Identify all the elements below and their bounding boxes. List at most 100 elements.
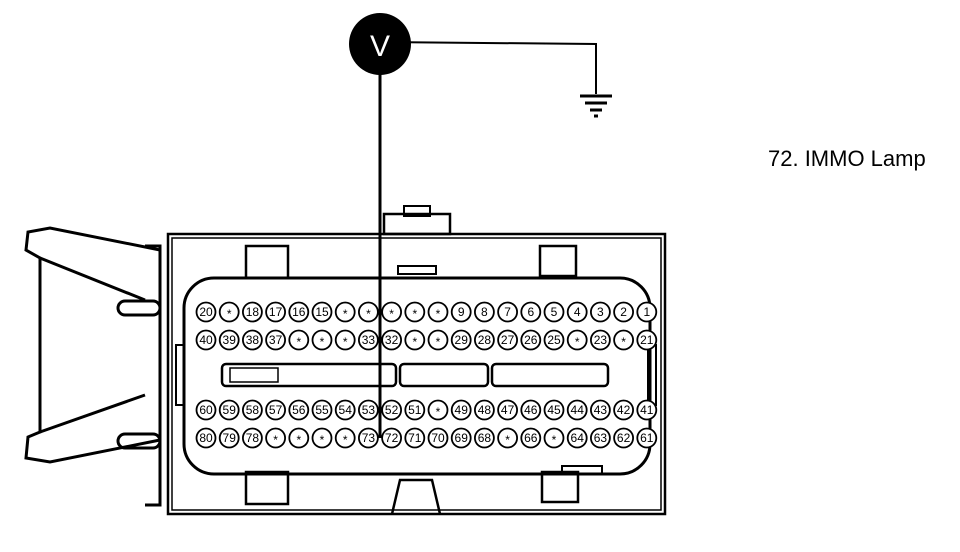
pin-label: 61: [640, 431, 654, 445]
pin: 53: [357, 399, 379, 421]
pin-circle: [241, 399, 263, 421]
pin: 40: [195, 329, 217, 351]
pin-label: 66: [524, 431, 538, 445]
pin: 46: [520, 399, 542, 421]
pin-circle: [218, 329, 240, 351]
pin-circle: [473, 301, 495, 323]
pin: 47: [497, 399, 519, 421]
pin-circle: [357, 399, 379, 421]
pin-circle: [265, 329, 287, 351]
pin-circle: [334, 427, 356, 449]
pin-unused: *: [265, 427, 287, 449]
pin: 71: [404, 427, 426, 449]
pin: 18: [241, 301, 263, 323]
pin-unused: *: [288, 329, 310, 351]
pin: 3: [590, 301, 611, 323]
pin-circle: [195, 301, 217, 323]
pin: 33: [357, 329, 379, 351]
pin: 43: [590, 399, 611, 421]
pin-circle: [450, 399, 472, 421]
pin-circle: [218, 427, 240, 449]
pin: 48: [473, 399, 495, 421]
pin: 15: [311, 301, 333, 323]
pin-unused: *: [497, 427, 519, 449]
pin: 54: [334, 399, 356, 421]
pin: 66: [520, 427, 542, 449]
pin-circle: [288, 427, 310, 449]
pin-label: 43: [594, 403, 608, 417]
pin: 68: [473, 427, 495, 449]
pin-label: 42: [617, 403, 631, 417]
pin-unused: *: [288, 427, 310, 449]
pin: 6: [520, 301, 542, 323]
pin-label: *: [343, 433, 348, 447]
pin-label: 1: [643, 305, 650, 319]
pin-label: 17: [269, 305, 283, 319]
pin-label: 7: [504, 305, 511, 319]
pin-circle: [590, 301, 611, 323]
pin-circle: [334, 399, 356, 421]
pin-label: 58: [246, 403, 260, 417]
pin-label: 56: [292, 403, 306, 417]
pin-label: 27: [501, 333, 515, 347]
pin-unused: *: [311, 329, 333, 351]
pin: 73: [357, 427, 379, 449]
pin-circle: [543, 427, 565, 449]
pin: 57: [265, 399, 287, 421]
pin: 7: [497, 301, 519, 323]
pin-label: 64: [571, 431, 585, 445]
pin-circle: [636, 427, 658, 449]
ground-wire: [379, 41, 597, 94]
pin-unused: *: [427, 329, 449, 351]
pin-circle: [381, 329, 403, 351]
pin: 17: [265, 301, 287, 323]
pin-circle: [265, 399, 287, 421]
pin-label: *: [343, 335, 348, 349]
pin-circle: [265, 301, 287, 323]
pin: 23: [590, 329, 611, 351]
pin-label: 70: [431, 431, 445, 445]
pin: 25: [543, 329, 565, 351]
pin: 37: [265, 329, 287, 351]
pin-circle: [613, 329, 634, 351]
pin: 28: [473, 329, 495, 351]
pin-circle: [497, 399, 519, 421]
pin-unused: *: [613, 329, 634, 351]
pin-label: 23: [594, 333, 608, 347]
pin-label: 26: [524, 333, 538, 347]
pin: 26: [520, 329, 542, 351]
pin-circle: [520, 301, 542, 323]
pin-label: 33: [362, 333, 376, 347]
pin-label: 46: [524, 403, 538, 417]
pin-label: 21: [640, 333, 654, 347]
pin-circle: [427, 427, 449, 449]
pin-label: 57: [269, 403, 283, 417]
pin-label: 51: [408, 403, 422, 417]
pin-label: 9: [458, 305, 465, 319]
pin-circle: [613, 399, 634, 421]
pin: 44: [566, 399, 588, 421]
pin: 45: [543, 399, 565, 421]
pin-unused: *: [311, 427, 333, 449]
pin: 32: [381, 329, 403, 351]
pin-unused: *: [357, 301, 379, 323]
pin: 64: [566, 427, 588, 449]
pin: 58: [241, 399, 263, 421]
pin: 42: [613, 399, 634, 421]
pin-circle: [520, 427, 542, 449]
pin-label: *: [366, 307, 371, 321]
pin-circle: [195, 329, 217, 351]
pin-circle: [357, 427, 379, 449]
pin: 16: [288, 301, 310, 323]
pin-caption: 72. IMMO Lamp: [768, 146, 926, 171]
pin-unused: *: [427, 301, 449, 323]
pin-label: 80: [199, 431, 213, 445]
pin-label: 48: [478, 403, 492, 417]
pin-circle: [590, 427, 611, 449]
pin-circle: [381, 427, 403, 449]
pin-label: 38: [246, 333, 260, 347]
pin-label: 18: [246, 305, 260, 319]
pin-label: 25: [547, 333, 561, 347]
pin-label: 2: [620, 305, 627, 319]
pin-label: *: [296, 335, 301, 349]
